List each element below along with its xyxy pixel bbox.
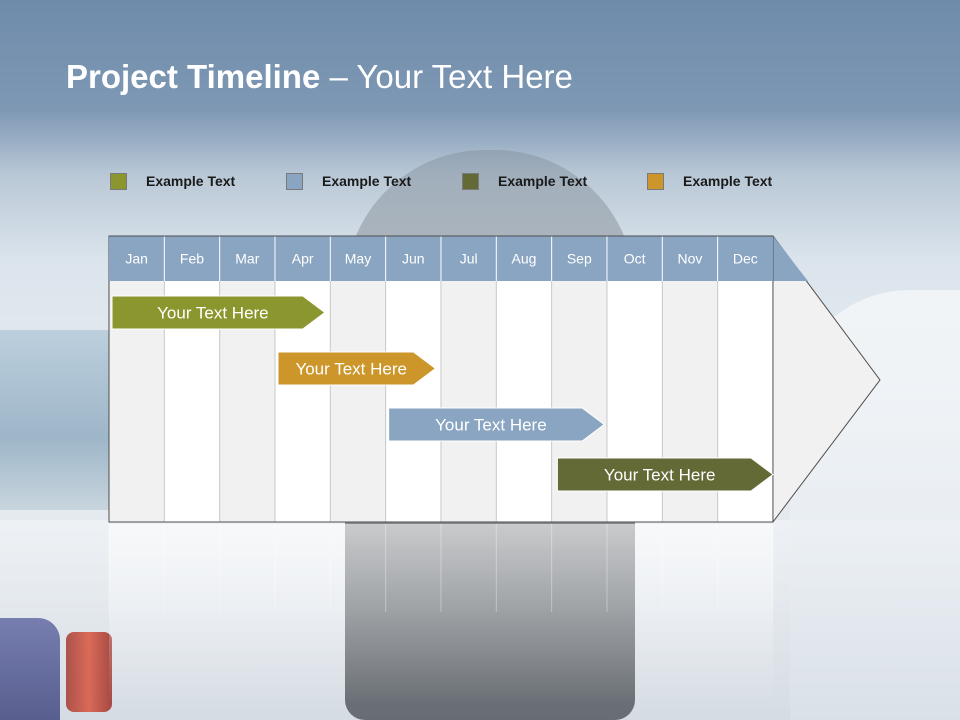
timeline-bar-label-4: Your Text Here (604, 466, 716, 485)
legend-label-1: Example Text (146, 173, 236, 189)
month-label-jun: Jun (402, 251, 425, 267)
month-label-nov: Nov (678, 251, 703, 267)
legend-item-1: Example Text (110, 170, 235, 192)
month-label-feb: Feb (180, 251, 204, 267)
month-column-jul (440, 281, 497, 522)
legend-swatch-1 (110, 172, 127, 190)
reflection-body (109, 524, 773, 704)
month-label-may: May (345, 251, 371, 267)
legend-swatch-3 (462, 172, 479, 190)
legend-swatch-2 (286, 172, 303, 190)
timeline-bar-2 (277, 351, 437, 386)
timeline-bar-label-2: Your Text Here (295, 360, 407, 379)
month-column-may (330, 281, 386, 522)
month-label-dec: Dec (733, 251, 758, 267)
legend-label-2: Example Text (322, 173, 412, 189)
drink-can-background (66, 632, 112, 712)
legend-item-2: Example Text (286, 170, 411, 192)
month-column-aug (496, 281, 552, 522)
boat-seat-background (0, 618, 60, 720)
arrow-header-tip (772, 236, 808, 281)
slide-title: Project Timeline – Your Text Here (66, 58, 573, 96)
legend-label-3: Example Text (498, 173, 588, 189)
title-bold: Project Timeline (66, 58, 321, 95)
timeline-bar-label-3: Your Text Here (435, 416, 547, 435)
timeline-reflection (108, 524, 774, 704)
month-label-aug: Aug (512, 251, 537, 267)
month-label-sep: Sep (567, 251, 592, 267)
timeline-bar-4 (556, 457, 774, 492)
title-rest: – Your Text Here (320, 58, 573, 95)
month-label-apr: Apr (292, 251, 314, 267)
month-label-oct: Oct (624, 251, 646, 267)
month-label-mar: Mar (235, 251, 259, 267)
timeline-bar-3 (388, 407, 606, 442)
legend-item-3: Example Text (462, 170, 587, 192)
month-label-jan: Jan (125, 251, 148, 267)
legend-label-4: Example Text (683, 173, 773, 189)
month-header: Jan Feb Mar Apr May Jun Jul Aug Sep Oct Nov Dec (109, 235, 773, 281)
month-column-jun (385, 281, 441, 522)
timeline-bar-1 (111, 295, 326, 330)
legend-item-4: Example Text (647, 170, 772, 192)
timeline-bar-label-1: Your Text Here (157, 304, 269, 323)
legend-swatch-4 (647, 172, 664, 190)
month-label-jul: Jul (460, 251, 478, 267)
